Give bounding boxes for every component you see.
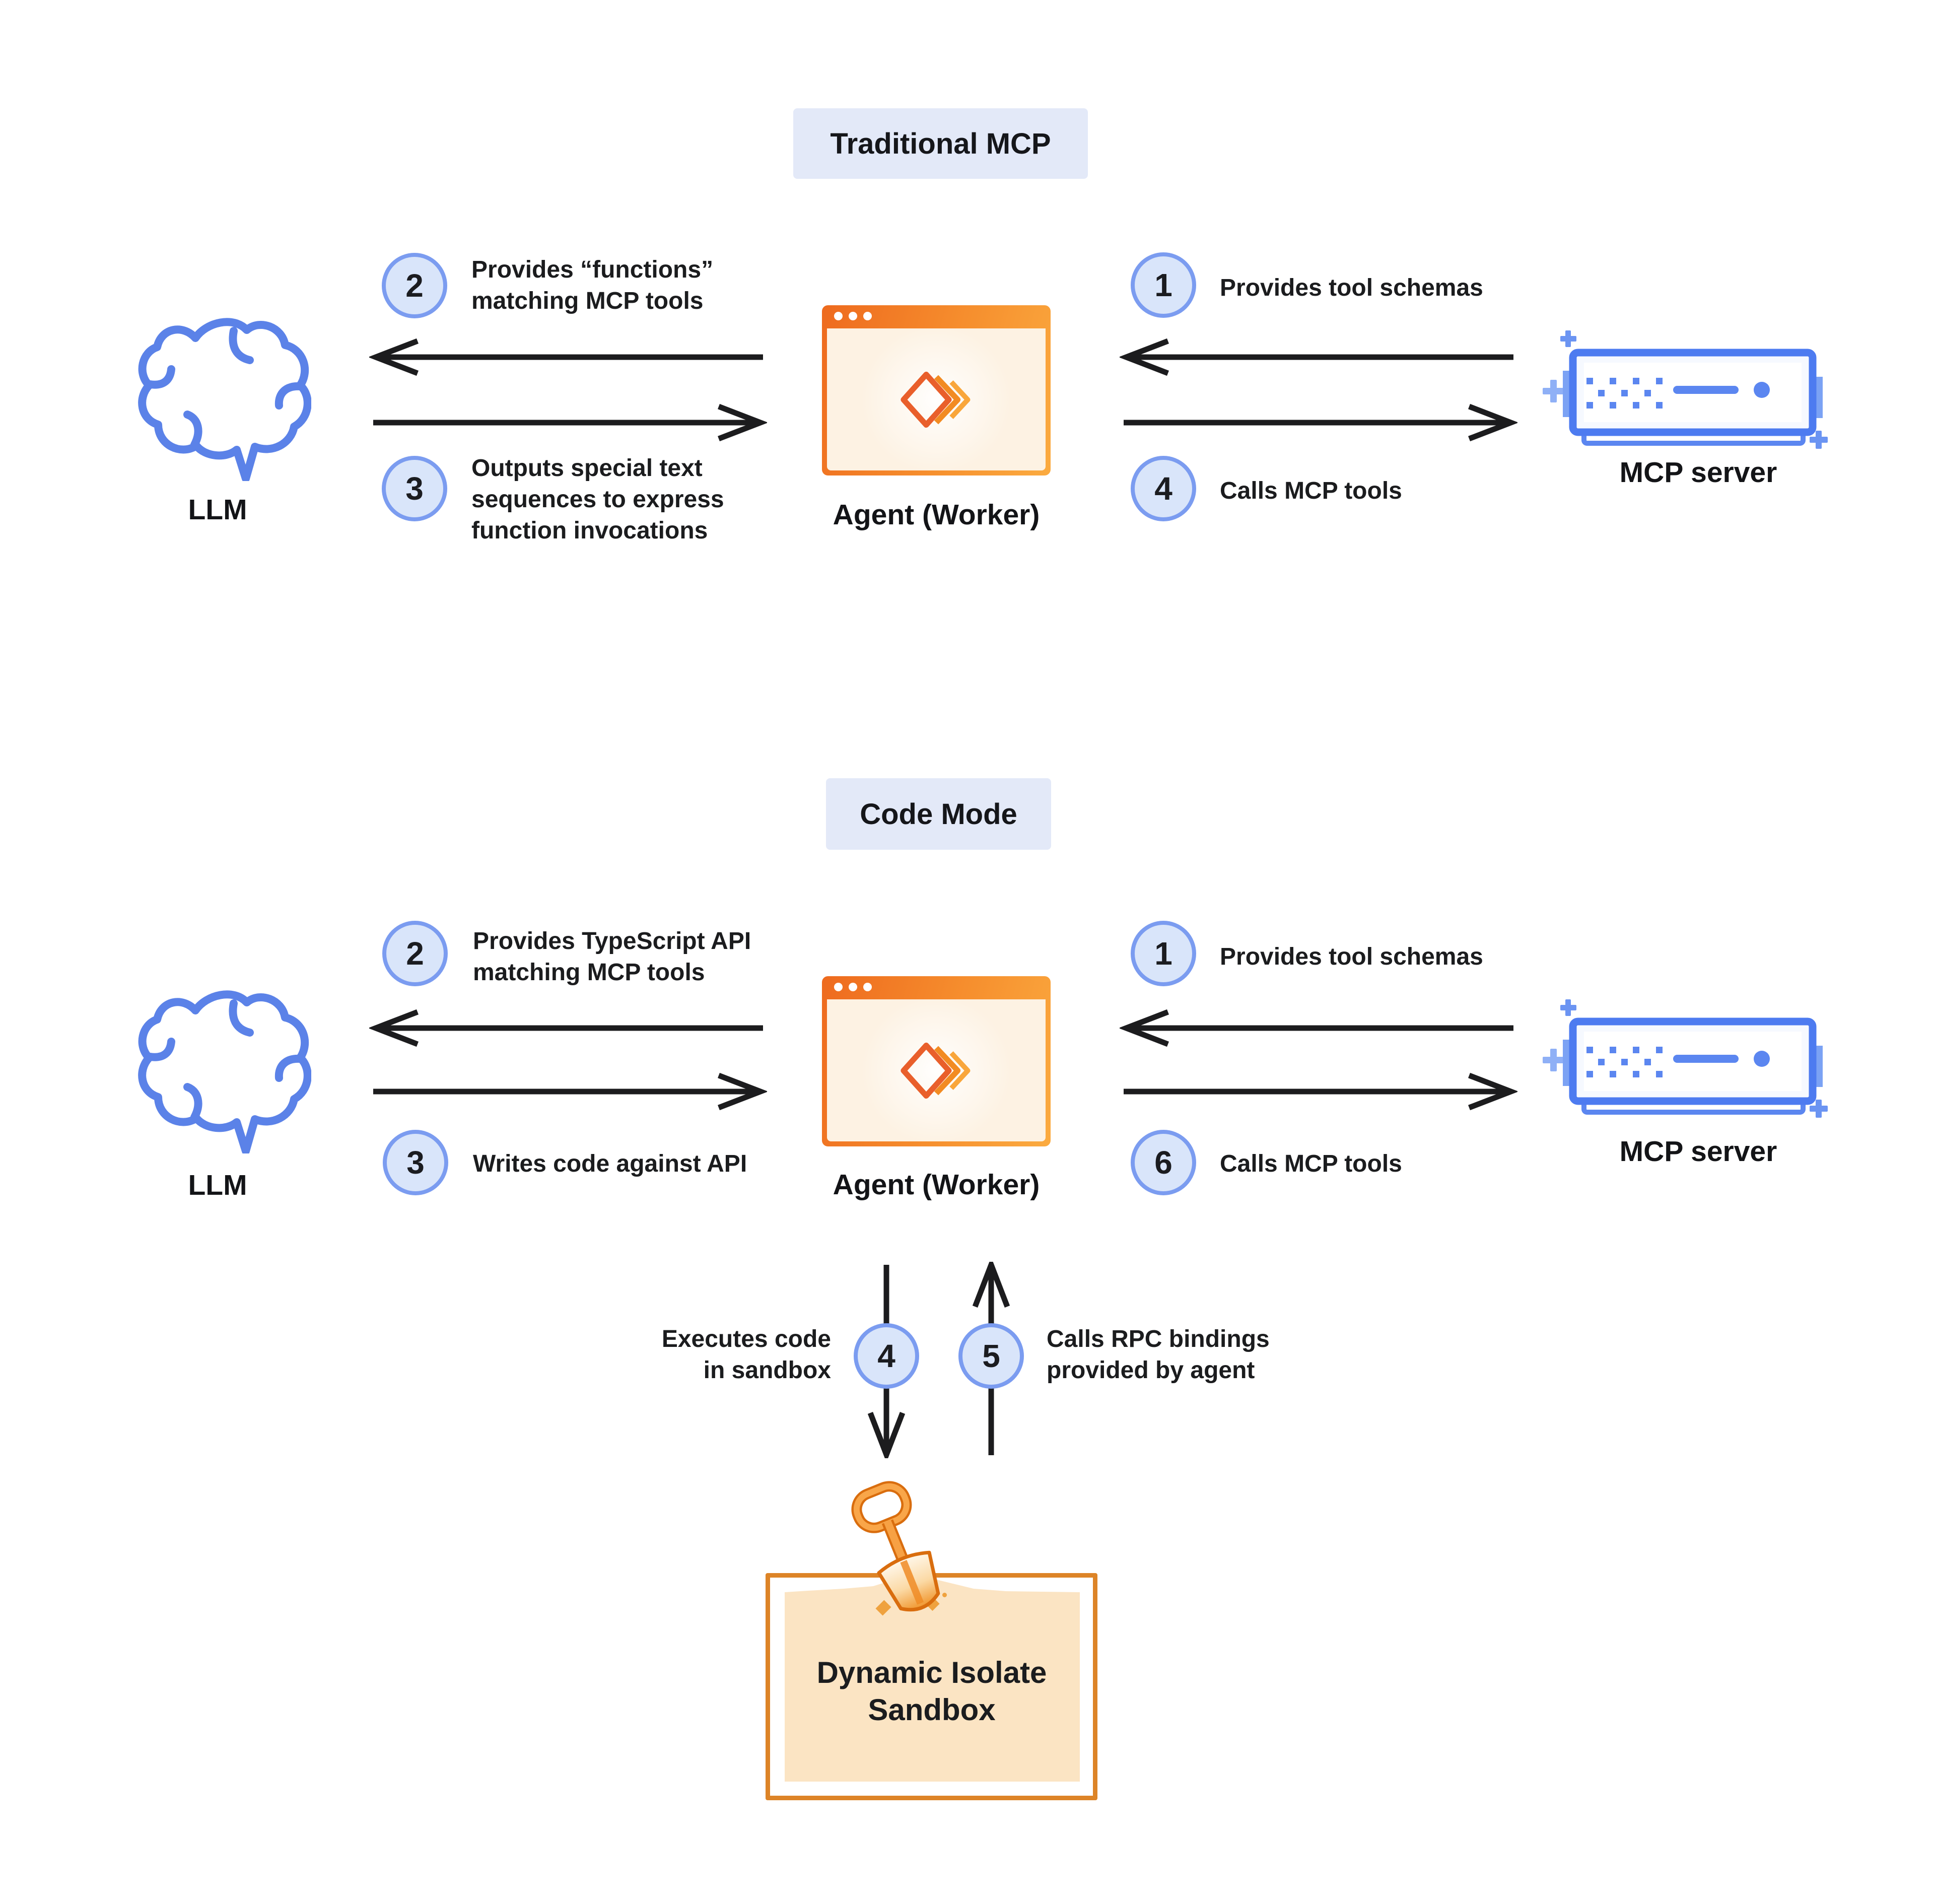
brain-icon bbox=[135, 305, 311, 481]
server-label: MCP server bbox=[1619, 1135, 1777, 1168]
llm-label: LLM bbox=[188, 1169, 247, 1201]
step-badge: 1 bbox=[1131, 252, 1196, 318]
step-label: Provides “functions” matching MCP tools bbox=[471, 256, 714, 314]
section-title-text: Code Mode bbox=[860, 797, 1017, 831]
step-number: 4 bbox=[877, 1338, 895, 1374]
step-label: Calls MCP tools bbox=[1220, 478, 1402, 504]
arrow-agent-to-llm bbox=[369, 1009, 763, 1047]
window-glow bbox=[861, 999, 1012, 1141]
step-number: 3 bbox=[405, 470, 424, 507]
step-badge: 2 bbox=[382, 253, 447, 318]
step-number: 5 bbox=[982, 1338, 1000, 1374]
arrow-agent-to-server bbox=[1124, 403, 1517, 442]
step-label: Outputs special text sequences to expres… bbox=[471, 455, 724, 544]
step-label: Calls RPC bindings provided by agent bbox=[1047, 1326, 1270, 1384]
step-label: Provides TypeScript API matching MCP too… bbox=[473, 928, 751, 986]
agent-label: Agent (Worker) bbox=[833, 499, 1040, 531]
window-dots bbox=[834, 312, 872, 320]
server-icon bbox=[1536, 327, 1828, 453]
window-body bbox=[827, 999, 1046, 1141]
llm-label: LLM bbox=[188, 494, 247, 526]
window-dots bbox=[834, 983, 872, 991]
sandbox-label: Dynamic Isolate Sandbox bbox=[816, 1656, 1047, 1727]
window-dot bbox=[863, 983, 872, 991]
section-title-codemode: Code Mode bbox=[826, 778, 1051, 850]
step-badge: 4 bbox=[854, 1323, 919, 1389]
step-number: 6 bbox=[1154, 1144, 1172, 1181]
shovel-icon bbox=[842, 1478, 963, 1635]
step-label: Provides tool schemas bbox=[1220, 275, 1483, 301]
section-title-traditional: Traditional MCP bbox=[793, 108, 1088, 179]
sand-fill bbox=[785, 1577, 1080, 1782]
arrow-agent-to-llm bbox=[369, 338, 763, 376]
step-number: 4 bbox=[1154, 470, 1172, 507]
step-number: 2 bbox=[405, 267, 424, 304]
window-dot bbox=[849, 312, 857, 320]
workers-logo-icon bbox=[899, 1039, 974, 1102]
step-badge: 2 bbox=[382, 921, 448, 986]
arrow-llm-to-agent bbox=[373, 1072, 767, 1111]
arrow-server-to-agent bbox=[1120, 338, 1513, 376]
step-number: 3 bbox=[406, 1144, 425, 1181]
step-label: Writes code against API bbox=[473, 1150, 747, 1177]
step-badge: 5 bbox=[958, 1323, 1024, 1389]
window-dot bbox=[834, 983, 843, 991]
step-label: Executes code in sandbox bbox=[661, 1326, 831, 1384]
agent-window-icon bbox=[822, 976, 1051, 1146]
workers-logo-icon bbox=[899, 368, 974, 431]
step-badge: 1 bbox=[1131, 921, 1196, 986]
step-number: 1 bbox=[1154, 935, 1172, 972]
window-glow bbox=[861, 328, 1012, 470]
agent-window-icon bbox=[822, 305, 1051, 475]
step-number: 1 bbox=[1154, 267, 1172, 303]
step-number: 2 bbox=[406, 935, 424, 972]
window-dot bbox=[863, 312, 872, 320]
step-badge: 6 bbox=[1131, 1130, 1196, 1195]
step-label: Calls MCP tools bbox=[1220, 1150, 1402, 1177]
step-label: Provides tool schemas bbox=[1220, 943, 1483, 970]
window-dot bbox=[849, 983, 857, 991]
server-label: MCP server bbox=[1619, 456, 1777, 489]
brain-icon bbox=[135, 977, 311, 1153]
window-body bbox=[827, 328, 1046, 470]
window-dot bbox=[834, 312, 843, 320]
step-badge: 3 bbox=[383, 1130, 448, 1195]
server-icon bbox=[1536, 996, 1828, 1122]
step-badge: 4 bbox=[1131, 456, 1196, 521]
section-title-text: Traditional MCP bbox=[830, 127, 1051, 160]
agent-label: Agent (Worker) bbox=[833, 1169, 1040, 1201]
arrow-server-to-agent bbox=[1120, 1009, 1513, 1047]
arrow-agent-to-server bbox=[1124, 1072, 1517, 1111]
arrow-llm-to-agent bbox=[373, 403, 767, 442]
step-badge: 3 bbox=[382, 456, 447, 521]
